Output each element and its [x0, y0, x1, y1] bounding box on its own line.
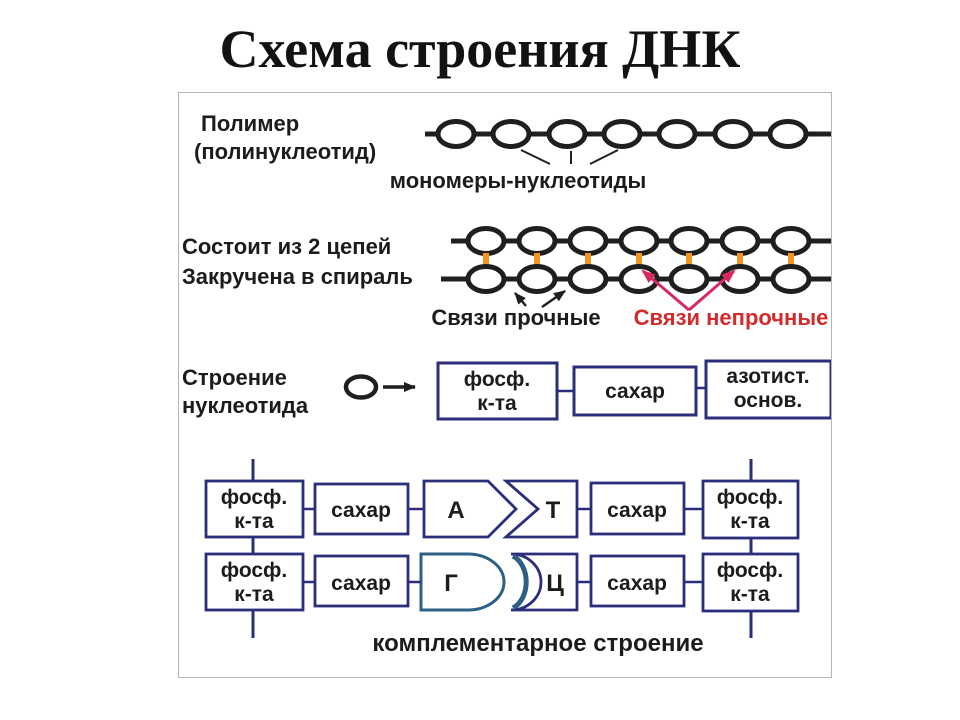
sugar-label: сахар [605, 380, 665, 403]
nbase-label-line2: основ. [734, 389, 803, 412]
guanine-shape [419, 552, 506, 612]
phosphate-box [204, 479, 305, 539]
nucleotide-bead [719, 264, 761, 294]
double-chain-section: Состоит из 2 цепей Закручена в спираль [182, 226, 831, 330]
strong-bond-arrows [514, 289, 566, 309]
hydrogen-bond-tick [737, 253, 743, 267]
nbase-label-line1: азотист. [726, 365, 809, 388]
backbone-connectors [251, 459, 753, 638]
chains-label-line2: Закручена в спираль [182, 264, 413, 289]
strand-row-2: фосф. к-та сахар Г Ц сахар фосф. к-та [204, 552, 800, 613]
phosphate-label-line2: к-та [234, 583, 274, 606]
nucleotide-bead [668, 264, 710, 294]
nucleotide-label-line2: нуклеотида [182, 393, 309, 418]
weak-bond-arrows [641, 269, 736, 312]
phosphate-label-line1: фосф. [221, 559, 288, 582]
monomer-pointer-lines [520, 149, 619, 165]
nucleotide-bead [712, 119, 754, 149]
weak-bond-arrow [688, 269, 736, 312]
nucleotide-bead [601, 119, 643, 149]
nucleotide-bead [567, 264, 609, 294]
dna-diagram: Полимер (полинуклеотид) мо [182, 111, 831, 657]
upper-chain [451, 226, 831, 256]
polymer-label-line2: (полинуклеотид) [194, 139, 376, 164]
strong-bond-arrow [514, 292, 527, 307]
polymer-label-line1: Полимер [201, 111, 299, 136]
phosphate-label-line1: фосф. [717, 559, 784, 582]
nucleotide-bead [618, 226, 660, 256]
pointer-line [589, 149, 619, 165]
phosphate-label-line1: фосф. [464, 368, 531, 391]
cytosine-shape [510, 552, 579, 612]
nucleotide-bead [767, 119, 809, 149]
crescent-gap-icon [511, 553, 529, 611]
nucleotide-bead [490, 119, 532, 149]
nucleotide-bead [567, 226, 609, 256]
cytosine-letter: Ц [546, 570, 564, 597]
hydrogen-bond-tick [788, 253, 794, 267]
phosphate-label-line2: к-та [234, 510, 274, 533]
nucleotide-bead [516, 226, 558, 256]
nucleotide-bead [668, 226, 710, 256]
hydrogen-bond-tick [686, 253, 692, 267]
nucleotide-bead [465, 226, 507, 256]
page-title: Схема строения ДНК [219, 19, 741, 79]
sugar-label: сахар [607, 499, 667, 522]
sugar-label: сахар [607, 572, 667, 595]
polymer-section: Полимер (полинуклеотид) мо [194, 111, 831, 193]
hydrogen-bond-tick [483, 253, 489, 267]
strong-bond-arrow [541, 289, 566, 309]
polymer-chain [425, 119, 831, 149]
nucleotide-bead [719, 226, 761, 256]
phosphate-box [204, 552, 305, 612]
complementary-caption: комплементарное строение [372, 630, 703, 657]
nucleotide-bead [546, 119, 588, 149]
hydrogen-bond-tick [585, 253, 591, 267]
nitrogen-base-box [704, 359, 831, 420]
monomers-label: мономеры-нуклеотиды [390, 168, 647, 193]
thymine-letter: Т [546, 497, 561, 524]
hydrogen-bond-tick [636, 253, 642, 267]
chains-label-line1: Состоит из 2 цепей [182, 234, 391, 259]
guanine-letter: Г [444, 570, 458, 597]
weak-bond-marks [483, 253, 794, 267]
strand-row-1: фосф. к-та сахар А Т сахар фосф. к-та [204, 479, 800, 540]
diagram-panel: Полимер (полинуклеотид) мо [178, 92, 832, 678]
sugar-label: сахар [331, 499, 391, 522]
nucleotide-section: Строение нуклеотида фосф. к-та сахар азо… [182, 359, 831, 421]
weak-bonds-label: Связи непрочные [634, 305, 829, 330]
complementary-section: фосф. к-та сахар А Т сахар фосф. к-та [204, 459, 800, 657]
nucleotide-boxes [436, 359, 831, 421]
weak-bond-arrow [641, 269, 690, 312]
strong-bonds-label: Связи прочные [431, 305, 600, 330]
phosphate-box [436, 361, 559, 421]
nucleotide-bead [516, 264, 558, 294]
nucleotide-bead [770, 226, 812, 256]
phosphate-label-line2: к-та [730, 510, 770, 533]
pointer-line [520, 149, 551, 165]
nucleotide-bead [656, 119, 698, 149]
nucleotide-label-line1: Строение [182, 365, 287, 390]
phosphate-label-line2: к-та [730, 583, 770, 606]
hydrogen-bond-tick [534, 253, 540, 267]
nucleotide-bead [343, 374, 379, 400]
sugar-label: сахар [331, 572, 391, 595]
adenine-shape [422, 479, 518, 539]
thymine-shape [502, 479, 579, 539]
nucleotide-bead [435, 119, 477, 149]
nucleotide-bead [465, 264, 507, 294]
lower-chain [441, 264, 831, 294]
phosphate-label-line2: к-та [477, 392, 517, 415]
nucleotide-bead [770, 264, 812, 294]
phosphate-label-line1: фосф. [717, 486, 784, 509]
adenine-letter: А [447, 497, 464, 524]
sugar-box [313, 554, 410, 608]
phosphate-label-line1: фосф. [221, 486, 288, 509]
